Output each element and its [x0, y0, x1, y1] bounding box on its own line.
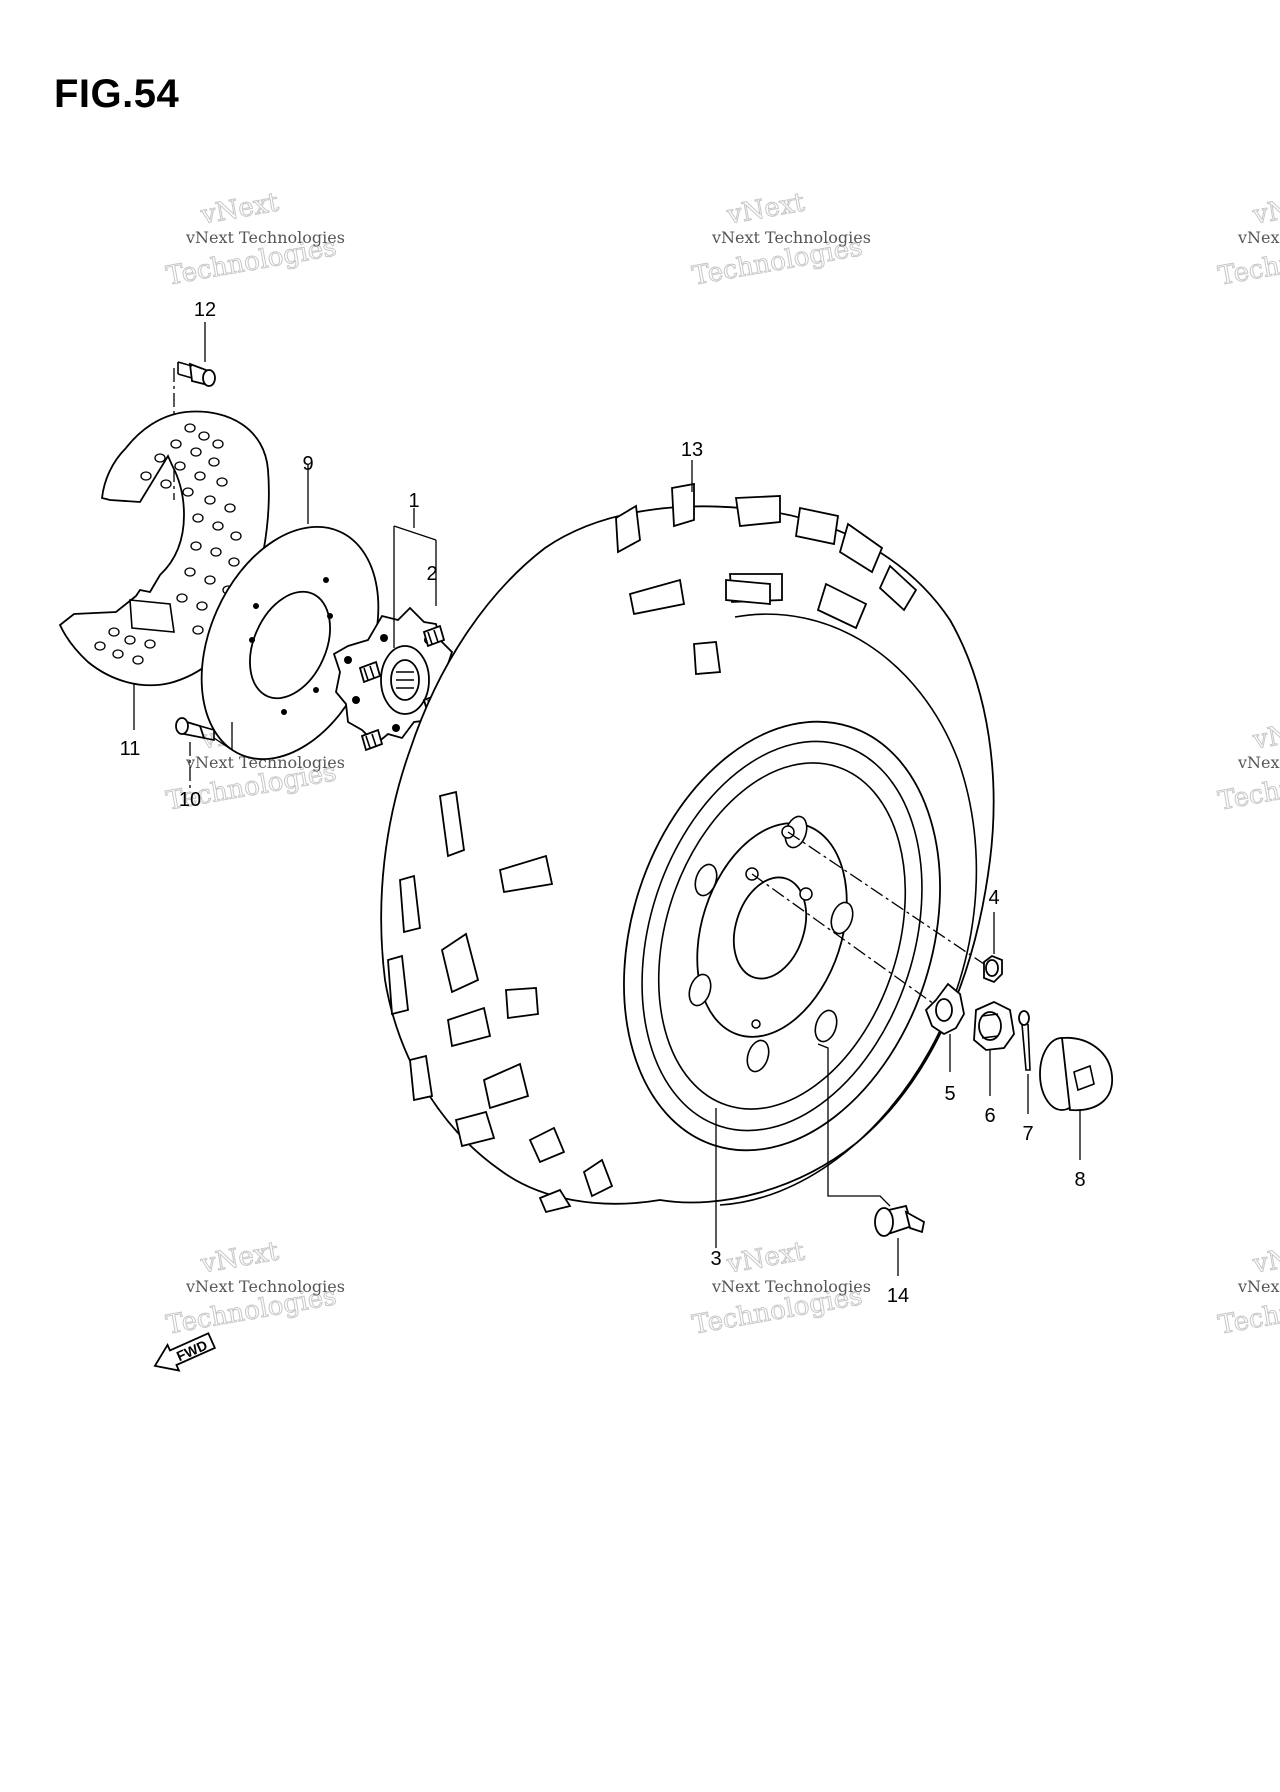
part-3-wheel-rim: [623, 720, 941, 1248]
part-12-bolt: [173, 361, 216, 500]
svg-text:vNext: vNext: [724, 1236, 807, 1279]
watermark-low-right: vNext Technologies vNext Technologies: [1215, 1236, 1280, 1341]
part-6-castle-nut: [973, 1001, 1015, 1096]
callout-1: 1: [408, 490, 419, 512]
tire-tread-lugs: [387, 482, 918, 1214]
callout-2: 2: [426, 563, 437, 585]
svg-text:vNext Technologies: vNext Technologies: [185, 753, 345, 772]
callout-10: 10: [179, 789, 201, 811]
svg-text:vNext: vNext: [198, 187, 281, 230]
part-10-disc-bolt: [175, 717, 233, 790]
callout-12: 12: [194, 299, 216, 321]
svg-text:vNext: vNext: [1250, 1236, 1280, 1279]
svg-text:vNext Technologies: vNext Technologies: [711, 228, 871, 247]
callout-1-2-bracket: [393, 508, 437, 648]
callout-13: 13: [681, 439, 703, 461]
watermark-top-center: vNext Technologies vNext Technologies: [689, 187, 871, 292]
svg-text:vNext Technologies: vNext Technologies: [711, 1277, 871, 1296]
watermark-low-left: vNext Technologies vNext Technologies: [163, 1236, 345, 1341]
part-5-washer: [751, 873, 965, 1072]
part-4-wheel-nut: [787, 831, 1003, 984]
svg-text:vNext Technologies: vNext Technologies: [185, 228, 345, 247]
callout-14: 14: [887, 1285, 909, 1307]
callout-9: 9: [302, 453, 313, 475]
callout-5: 5: [944, 1083, 955, 1105]
svg-text:vNext Technologies: vNext Technologies: [1237, 1277, 1280, 1296]
svg-text:vNext Technologies: vNext Technologies: [1237, 228, 1280, 247]
part-14-valve-stem: [817, 1043, 926, 1276]
callout-3: 3: [710, 1248, 721, 1270]
svg-text:vNext: vNext: [1250, 187, 1280, 230]
callout-8: 8: [1074, 1169, 1085, 1191]
svg-text:vNext: vNext: [724, 187, 807, 230]
callout-labels: 1 2 3 4 5 6 7 8 9 10 11 12 13 14: [120, 299, 1086, 1307]
callout-7: 7: [1022, 1123, 1033, 1145]
guard-holes: [94, 423, 242, 665]
part-9-brake-disc: [200, 464, 380, 761]
part-7-cotter-pin: [1018, 1010, 1031, 1114]
figure-title: FIG.54: [54, 72, 180, 116]
svg-text:vNext: vNext: [1250, 712, 1280, 755]
fwd-label: FWD: [174, 1337, 210, 1365]
part-8-hub-cap: [1039, 1037, 1113, 1160]
watermark-top-right: vNext Technologies vNext Technologies: [1215, 187, 1280, 292]
callout-11: 11: [120, 738, 141, 760]
watermark-top-left: vNext Technologies vNext Technologies: [163, 187, 345, 292]
svg-text:vNext Technologies: vNext Technologies: [185, 1277, 345, 1296]
part-1-wheel-hub: [332, 606, 454, 746]
callout-4: 4: [988, 887, 999, 909]
callout-6: 6: [984, 1105, 995, 1127]
watermark-mid-right: vNext Technologies vNext Technologies: [1215, 712, 1280, 817]
svg-text:vNext: vNext: [198, 1236, 281, 1279]
svg-text:vNext Technologies: vNext Technologies: [1237, 753, 1280, 772]
